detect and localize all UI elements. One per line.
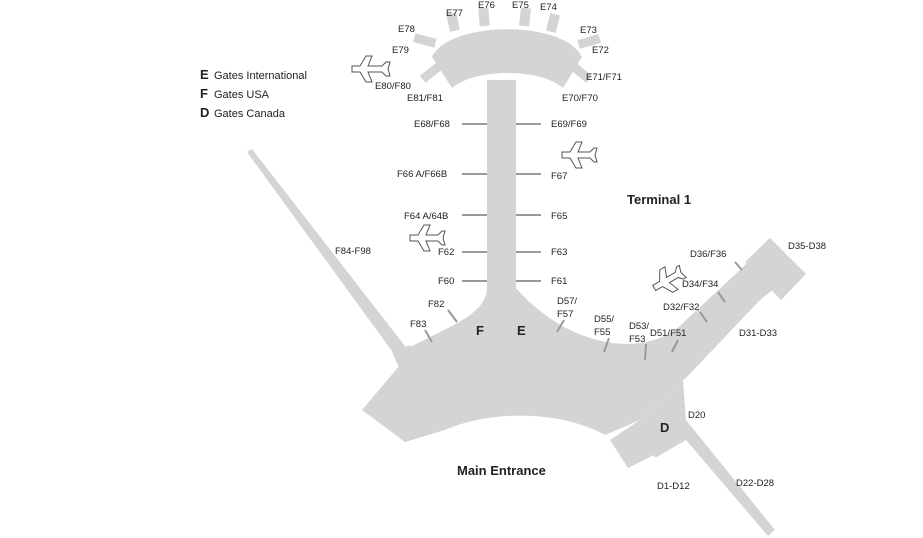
gate-label: F62	[438, 247, 454, 258]
legend-label: Gates USA	[214, 89, 270, 101]
gate-line	[644, 343, 647, 361]
airplane-icon	[651, 264, 688, 293]
gate-label: E74	[540, 2, 557, 13]
gate-label: E68/F68	[414, 119, 450, 130]
gate-stub	[569, 61, 592, 83]
gate-label: F60	[438, 276, 454, 287]
pier-d-arm	[610, 420, 660, 468]
legend-letter: D	[200, 105, 210, 120]
gate-label: E71/F71	[586, 72, 622, 83]
gate-line	[603, 337, 610, 353]
gate-label: D32/F32	[663, 302, 699, 313]
gate-stub	[446, 12, 460, 32]
gate-label: E81/F81	[407, 93, 443, 104]
gate-label: D31-D33	[739, 328, 777, 339]
airplane-icon	[561, 141, 598, 169]
gate-line	[424, 329, 433, 343]
terminal-building	[247, 7, 806, 536]
gate-line	[556, 319, 565, 333]
gate-label: F65	[551, 211, 567, 222]
gate-label: F64 A/64B	[404, 211, 448, 222]
pier-f84-base	[392, 345, 418, 374]
gate-label: E69/F69	[551, 119, 587, 130]
gate-label: E73	[580, 25, 597, 36]
main-hall	[362, 240, 790, 442]
gate-stub	[545, 13, 561, 33]
gate-label: F67	[551, 171, 567, 182]
legend-letter: E	[200, 67, 209, 82]
gate-stub	[419, 62, 443, 83]
gate-label: F55	[594, 327, 610, 338]
gate-label: D51/F51	[650, 328, 686, 339]
terminal-label: Terminal 1	[627, 192, 691, 207]
gate-label: E72	[592, 45, 609, 56]
gate-line	[447, 309, 458, 323]
rotunda-e	[432, 29, 582, 88]
concourse-letter-d: D	[660, 420, 669, 435]
gate-label: F84-F98	[335, 246, 371, 257]
legend-label: Gates Canada	[214, 108, 285, 120]
gate-label: F66 A/F66B	[397, 169, 447, 180]
gate-label: D34/F34	[682, 279, 718, 290]
legend: E Gates International F Gates USA D Gate…	[200, 66, 307, 123]
gate-label: F83	[410, 319, 426, 330]
gate-label: E79	[392, 45, 409, 56]
pier-e-f	[487, 80, 516, 290]
gate-label: E76	[478, 0, 495, 11]
airplane-icon	[409, 224, 446, 252]
gate-label: E78	[398, 24, 415, 35]
gate-label: D36/F36	[690, 249, 726, 260]
gate-line	[671, 339, 679, 353]
pier-d	[640, 380, 775, 536]
gate-label: F63	[551, 247, 567, 258]
legend-item-canada: D Gates Canada	[200, 104, 307, 123]
concourse-letter-e: E	[517, 323, 526, 338]
gate-label: D35-D38	[788, 241, 826, 252]
gate-stub	[577, 34, 601, 49]
wing-d35	[745, 238, 806, 300]
airplane-icon	[351, 55, 391, 83]
legend-label: Gates International	[214, 70, 307, 82]
gate-label: F82	[428, 299, 444, 310]
gate-stub	[478, 7, 490, 27]
gate-label: E75	[512, 0, 529, 11]
pier-f84	[247, 149, 408, 358]
gate-stub	[519, 7, 531, 27]
gate-label: F53	[629, 334, 645, 345]
gate-line	[717, 291, 726, 303]
airplanes	[351, 55, 688, 293]
legend-letter: F	[200, 86, 208, 101]
gate-label: D57/	[557, 296, 577, 307]
gate-label: E70/F70	[562, 93, 598, 104]
gate-stub	[413, 33, 437, 48]
legend-item-usa: F Gates USA	[200, 85, 307, 104]
gate-label: E77	[446, 8, 463, 19]
gate-label: F61	[551, 276, 567, 287]
gate-label: D20	[688, 410, 705, 421]
gate-label: F57	[557, 309, 573, 320]
gate-line	[734, 261, 743, 271]
gate-line	[699, 311, 708, 323]
gate-label: D53/	[629, 321, 649, 332]
gate-label: D55/	[594, 314, 614, 325]
gate-label: E80/F80	[375, 81, 411, 92]
main-entrance-label: Main Entrance	[457, 463, 546, 478]
gate-lines	[424, 123, 743, 361]
gate-label: D1-D12	[657, 481, 690, 492]
legend-item-international: E Gates International	[200, 66, 307, 85]
gate-label: D22-D28	[736, 478, 774, 489]
concourse-letter-f: F	[476, 323, 484, 338]
